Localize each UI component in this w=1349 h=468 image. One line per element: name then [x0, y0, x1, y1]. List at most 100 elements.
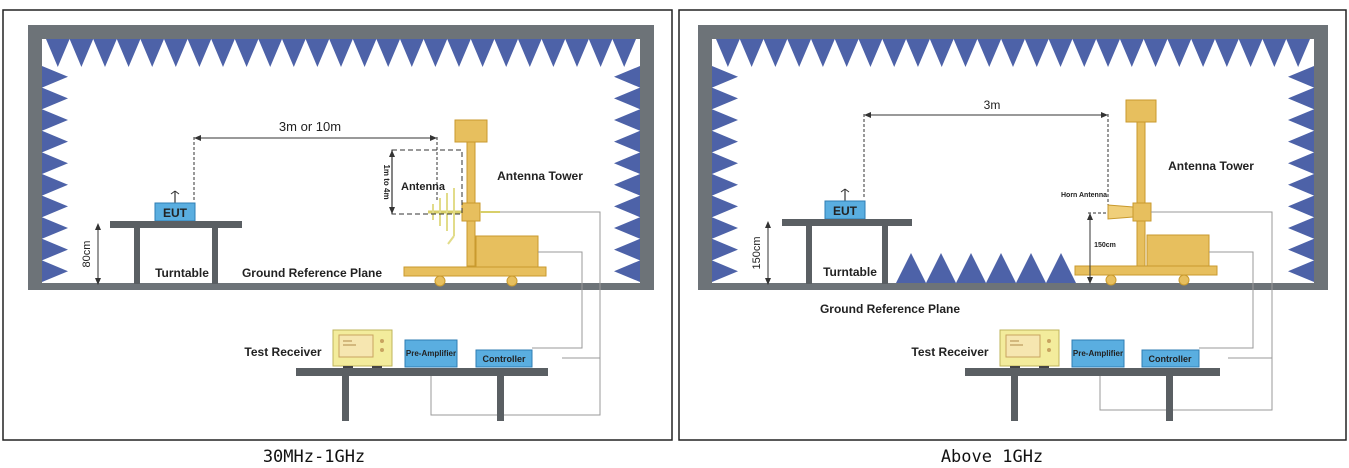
test-receiver-label: Test Receiver — [911, 345, 988, 359]
absorber-cone — [953, 39, 978, 67]
absorber-cone — [612, 39, 636, 67]
distance-label: 3m — [984, 98, 1001, 112]
cables — [430, 211, 601, 416]
controller-label: Controller — [482, 354, 525, 364]
absorber-cone — [712, 174, 738, 196]
absorber-cone — [1001, 39, 1025, 67]
distance-dimension — [863, 112, 1109, 205]
distance-label: 3m or 10m — [279, 119, 341, 134]
absorber-cone — [1096, 39, 1120, 67]
panel-above-1ghz: 3m EUT 150cm Turntable Ground Reference … — [678, 9, 1347, 467]
anechoic-chamber — [698, 25, 1328, 290]
absorber-cone — [956, 253, 986, 283]
absorber-cone — [834, 39, 859, 67]
panel-caption: Above 1GHz — [941, 447, 1043, 467]
absorber-cone — [614, 238, 640, 261]
absorber-cone — [811, 39, 835, 67]
absorber-cone — [42, 174, 68, 196]
absorber-cone — [352, 39, 377, 67]
absorber-cone — [882, 39, 907, 67]
right-absorbers — [1288, 66, 1314, 282]
absorber-cone — [42, 66, 68, 88]
absorber-cone — [614, 217, 640, 239]
absorber-cone — [712, 238, 738, 261]
absorber-cone — [42, 152, 68, 174]
absorber-cone — [42, 195, 68, 218]
equipment-bench — [296, 368, 548, 421]
absorber-cone — [140, 39, 164, 67]
ground-plane-label: Ground Reference Plane — [242, 266, 382, 280]
absorber-cone — [187, 39, 212, 67]
absorber-cone — [258, 39, 282, 67]
absorber-cone — [712, 130, 738, 153]
absorber-cone — [1016, 253, 1046, 283]
absorber-cone — [69, 39, 94, 67]
absorber-cone — [787, 39, 812, 67]
antenna-height-label: 1m to 4m — [382, 164, 391, 199]
absorber-cone — [42, 260, 68, 282]
pre-amplifier — [404, 339, 458, 368]
absorber-cone — [305, 39, 330, 67]
absorber-cone — [712, 109, 738, 131]
absorber-cone — [614, 109, 640, 131]
absorber-cone — [1048, 39, 1073, 67]
anechoic-chamber — [28, 25, 654, 290]
absorber-cone — [565, 39, 589, 67]
absorber-cone — [1288, 109, 1314, 131]
antenna-label: Antenna — [401, 181, 446, 193]
absorber-cone — [1288, 195, 1314, 218]
controller-label: Controller — [1148, 354, 1191, 364]
absorber-cone — [739, 39, 764, 67]
absorber-cone — [1286, 39, 1310, 67]
table-height-label: 150cm — [751, 236, 763, 269]
antenna-height-label: 150cm — [1094, 242, 1116, 249]
absorber-cone — [1288, 152, 1314, 174]
absorber-cone — [1288, 238, 1314, 261]
chamber-floor — [712, 283, 1314, 290]
absorber-cone — [763, 39, 788, 67]
left-absorbers — [712, 66, 738, 282]
absorber-cone — [42, 217, 68, 239]
absorber-cone — [93, 39, 117, 67]
absorber-cone — [42, 109, 68, 131]
absorber-cone — [400, 39, 424, 67]
absorber-cone — [470, 39, 495, 67]
absorber-cone — [42, 238, 68, 261]
absorber-cone — [929, 39, 954, 67]
table-height-dimension — [765, 221, 771, 285]
chamber-left-wall — [28, 25, 42, 290]
test-receiver — [332, 329, 393, 369]
absorber-cone — [164, 39, 188, 67]
absorber-cone — [1238, 39, 1263, 67]
absorber-cone — [376, 39, 400, 67]
pre-amplifier-label: Pre-Amplifier — [406, 349, 456, 358]
absorber-cone — [896, 253, 926, 283]
absorber-cone — [1262, 39, 1287, 67]
absorber-cone — [541, 39, 566, 67]
absorber-cone — [1143, 39, 1168, 67]
absorber-cone — [1072, 39, 1097, 67]
absorber-cone — [1214, 39, 1239, 67]
top-absorbers — [46, 39, 636, 67]
turntable-label: Turntable — [823, 265, 877, 279]
right-absorbers — [614, 66, 640, 282]
absorber-cone — [986, 253, 1016, 283]
absorber-cone — [1288, 217, 1314, 239]
antenna-height-dimension — [389, 149, 463, 215]
absorber-cone — [423, 39, 448, 67]
turntable-label: Turntable — [155, 266, 209, 280]
absorber-cone — [494, 39, 518, 67]
equipment-bench — [965, 368, 1220, 421]
cables — [1099, 211, 1273, 411]
chamber-right-wall — [1314, 25, 1328, 290]
absorber-cone — [42, 87, 68, 110]
distance-dimension — [193, 135, 438, 200]
antenna-tower-label: Antenna Tower — [497, 169, 583, 183]
absorber-cone — [614, 87, 640, 110]
chamber-ceiling — [28, 25, 654, 39]
absorber-cone — [716, 39, 740, 67]
chamber-left-wall — [698, 25, 712, 290]
eut-label: EUT — [163, 206, 188, 220]
absorber-cone — [1288, 174, 1314, 196]
